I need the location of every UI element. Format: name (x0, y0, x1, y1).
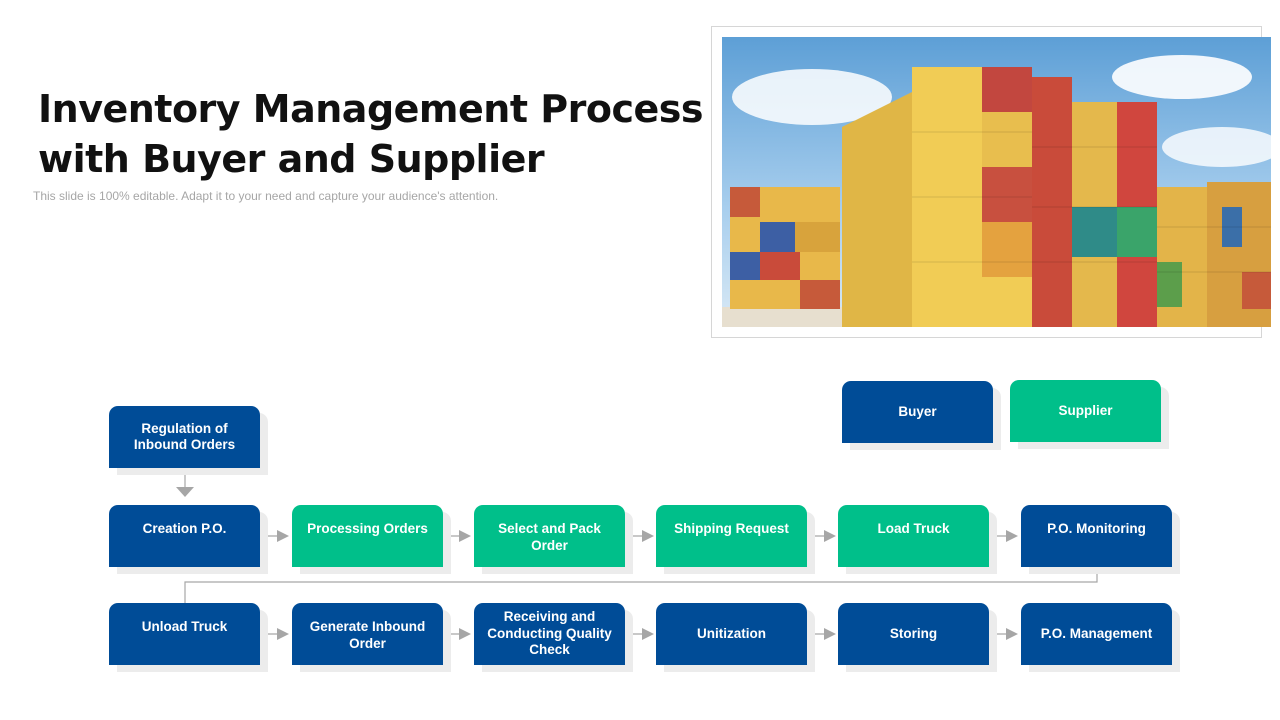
node-load-truck: Load Truck (838, 505, 989, 567)
node-processing-orders: Processing Orders (292, 505, 443, 567)
node-po-monitoring: P.O. Monitoring (1021, 505, 1172, 567)
legend-supplier: Supplier (1010, 380, 1161, 442)
slide-title: Inventory Management Process with Buyer … (38, 87, 703, 181)
shipping-containers-image (722, 37, 1271, 327)
slide-subtitle: This slide is 100% editable. Adapt it to… (33, 189, 499, 203)
node-receiving-and-quality-check: Receiving and Conducting Quality Check (474, 603, 625, 665)
node-shipping-request: Shipping Request (656, 505, 807, 567)
node-generate-inbound-order: Generate Inbound Order (292, 603, 443, 665)
node-unitization: Unitization (656, 603, 807, 665)
node-regulation-of-inbound-orders: Regulation of Inbound Orders (109, 406, 260, 468)
node-storing: Storing (838, 603, 989, 665)
legend-buyer: Buyer (842, 381, 993, 443)
node-unload-truck: Unload Truck (109, 603, 260, 665)
containers-photo-frame (711, 26, 1271, 338)
node-po-management: P.O. Management (1021, 603, 1172, 665)
node-select-and-pack-order: Select and Pack Order (474, 505, 625, 567)
node-creation-po: Creation P.O. (109, 505, 260, 567)
